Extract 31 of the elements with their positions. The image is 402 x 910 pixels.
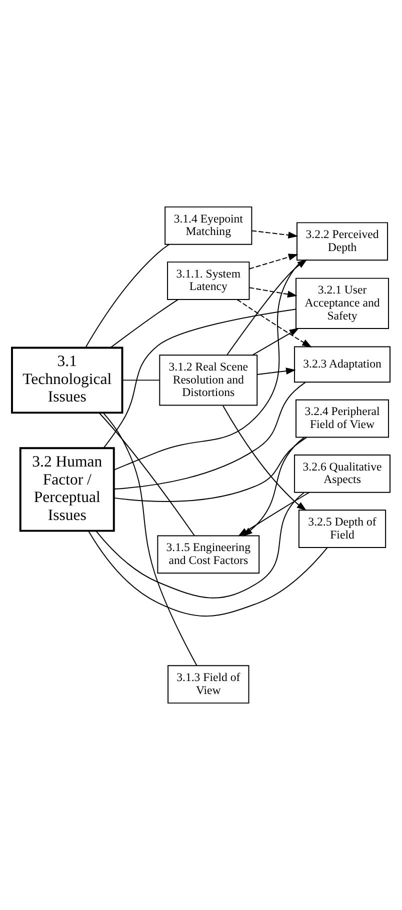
node-box: 3.1.4 Eyepoint Matching	[164, 206, 252, 245]
arrow	[256, 368, 296, 375]
node-box: 3.2.3 Adaptation	[294, 346, 390, 383]
arrow	[248, 287, 298, 298]
connector	[122, 380, 160, 381]
node-box: 3.1.1. System Latency	[167, 262, 250, 300]
connector	[114, 382, 306, 490]
node-box: 3.2.2 Perceived Depth	[296, 222, 388, 261]
node-box: 3.1.2 Real Scene Resolution and Distortions	[159, 354, 258, 406]
node-box: 3.1.5 Engineering and Cost Factors	[157, 535, 260, 574]
arrow	[222, 405, 307, 511]
connector	[98, 412, 195, 536]
connector	[102, 412, 198, 666]
connector	[88, 530, 328, 617]
arrow	[252, 328, 300, 356]
connector	[113, 436, 308, 502]
connector	[110, 299, 178, 348]
connector	[114, 260, 304, 470]
connector	[85, 244, 170, 348]
connector	[103, 308, 296, 448]
node-box: 3.1 Technological Issues	[11, 346, 124, 414]
node-box: 3.2 Human Factor / Perceptual Issues	[19, 447, 115, 532]
node-box: 3.2.4 Peripheral Field of View	[296, 399, 390, 438]
arrow	[248, 254, 298, 270]
arrow	[251, 230, 298, 238]
node-box: 3.1.3 Field of View	[168, 665, 250, 704]
arrow	[236, 299, 312, 348]
node-box: 3.2.6 Qualitative Aspects	[294, 454, 390, 493]
node-box: 3.2.1 User Acceptance and Safety	[296, 278, 390, 329]
connector	[96, 492, 304, 598]
node-box: 3.2.5 Depth of Field	[298, 510, 386, 548]
